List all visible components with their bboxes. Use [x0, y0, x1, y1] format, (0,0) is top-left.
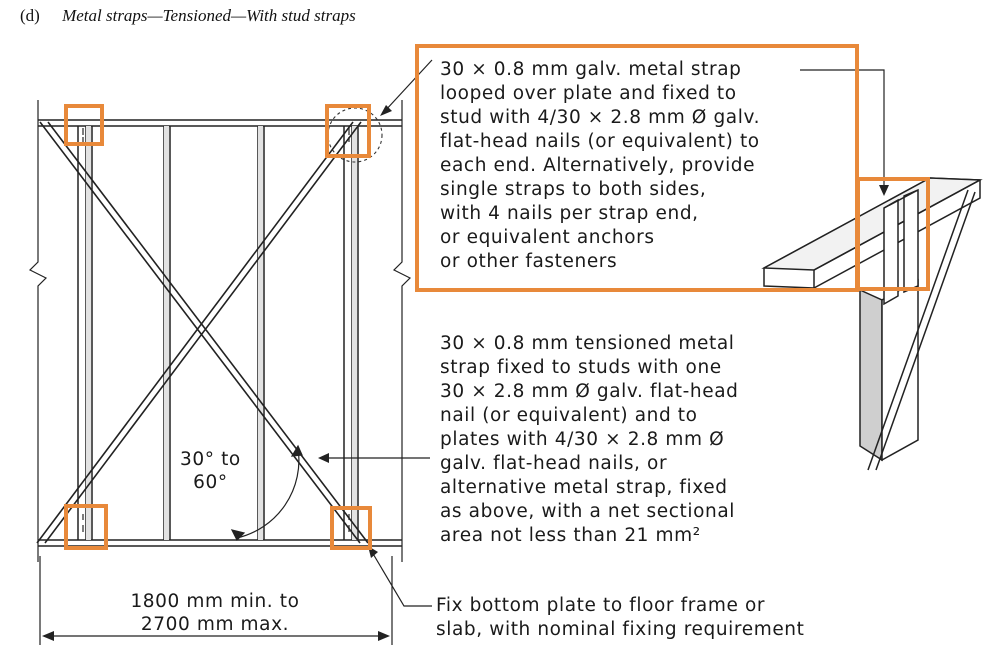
note-line: each end. Alternatively, provide [440, 155, 756, 176]
highlight-box-top-right [325, 104, 371, 158]
span-line: 2700 mm max. [140, 614, 290, 635]
diagonal-strap-a [39, 121, 369, 544]
note-line: flat-head nails (or equivalent) to [440, 131, 760, 152]
note-line: with 4 nails per strap end, [440, 203, 699, 224]
highlight-box-top-left [64, 104, 104, 146]
bottom-plate-note: Fix bottom plate to floor frame or slab,… [436, 594, 804, 642]
angle-label: 30° to 60° [180, 448, 241, 494]
note-line: galv. flat-head nails, or [440, 453, 668, 474]
stud-2 [257, 126, 265, 540]
note-line: or other fasteners [440, 251, 618, 272]
highlight-box-bottom-left [64, 504, 108, 550]
studs [77, 126, 359, 540]
note-line: as above, with a net sectional [440, 501, 736, 522]
looped-strap-note: 30 × 0.8 mm galv. metal strap looped ove… [440, 58, 760, 274]
highlight-box-note [415, 44, 859, 292]
note-line: looped over plate and fixed to [440, 83, 737, 104]
note-line: 30 × 2.8 mm Ø galv. flat-head [440, 381, 739, 402]
note-line: plates with 4/30 × 2.8 mm Ø [440, 429, 725, 450]
span-label: 1800 mm min. to 2700 mm max. [95, 590, 335, 636]
note-line: or equivalent anchors [440, 227, 655, 248]
highlight-box-detail [856, 177, 930, 291]
angle-line: 60° [193, 472, 228, 493]
stud-1 [163, 126, 171, 540]
leader-lines [318, 59, 889, 607]
diagonal-strap-b [36, 121, 362, 544]
highlight-box-bottom-right [330, 506, 372, 550]
note-line: slab, with nominal fixing requirement [436, 619, 805, 640]
stud-end-right [343, 126, 359, 540]
note-line: nail (or equivalent) and to [440, 405, 698, 426]
figure-tag: (d) [20, 6, 40, 25]
span-line: 1800 mm min. to [130, 591, 300, 612]
note-line: 30 × 0.8 mm galv. metal strap [440, 59, 742, 80]
angle-indicator [230, 444, 303, 542]
angle-line: 30° to [180, 449, 241, 470]
note-line: Fix bottom plate to floor frame or [436, 595, 766, 616]
note-line: alternative metal strap, fixed [440, 477, 728, 498]
note-line: single straps to both sides, [440, 179, 707, 200]
span-dimension [39, 556, 393, 645]
tensioned-strap-note: 30 × 0.8 mm tensioned metal strap fixed … [440, 332, 738, 548]
break-lines [28, 100, 412, 562]
figure-title: Metal straps—Tensioned—With stud straps [62, 6, 356, 25]
note-line: 30 × 0.8 mm tensioned metal [440, 333, 735, 354]
figure-heading: (d) Metal straps—Tensioned—With stud str… [20, 6, 356, 26]
top-plate [38, 119, 402, 127]
note-line: strap fixed to studs with one [440, 357, 722, 378]
note-line: area not less than 21 mm² [440, 525, 701, 546]
note-line: stud with 4/30 × 2.8 mm Ø galv. [440, 107, 761, 128]
